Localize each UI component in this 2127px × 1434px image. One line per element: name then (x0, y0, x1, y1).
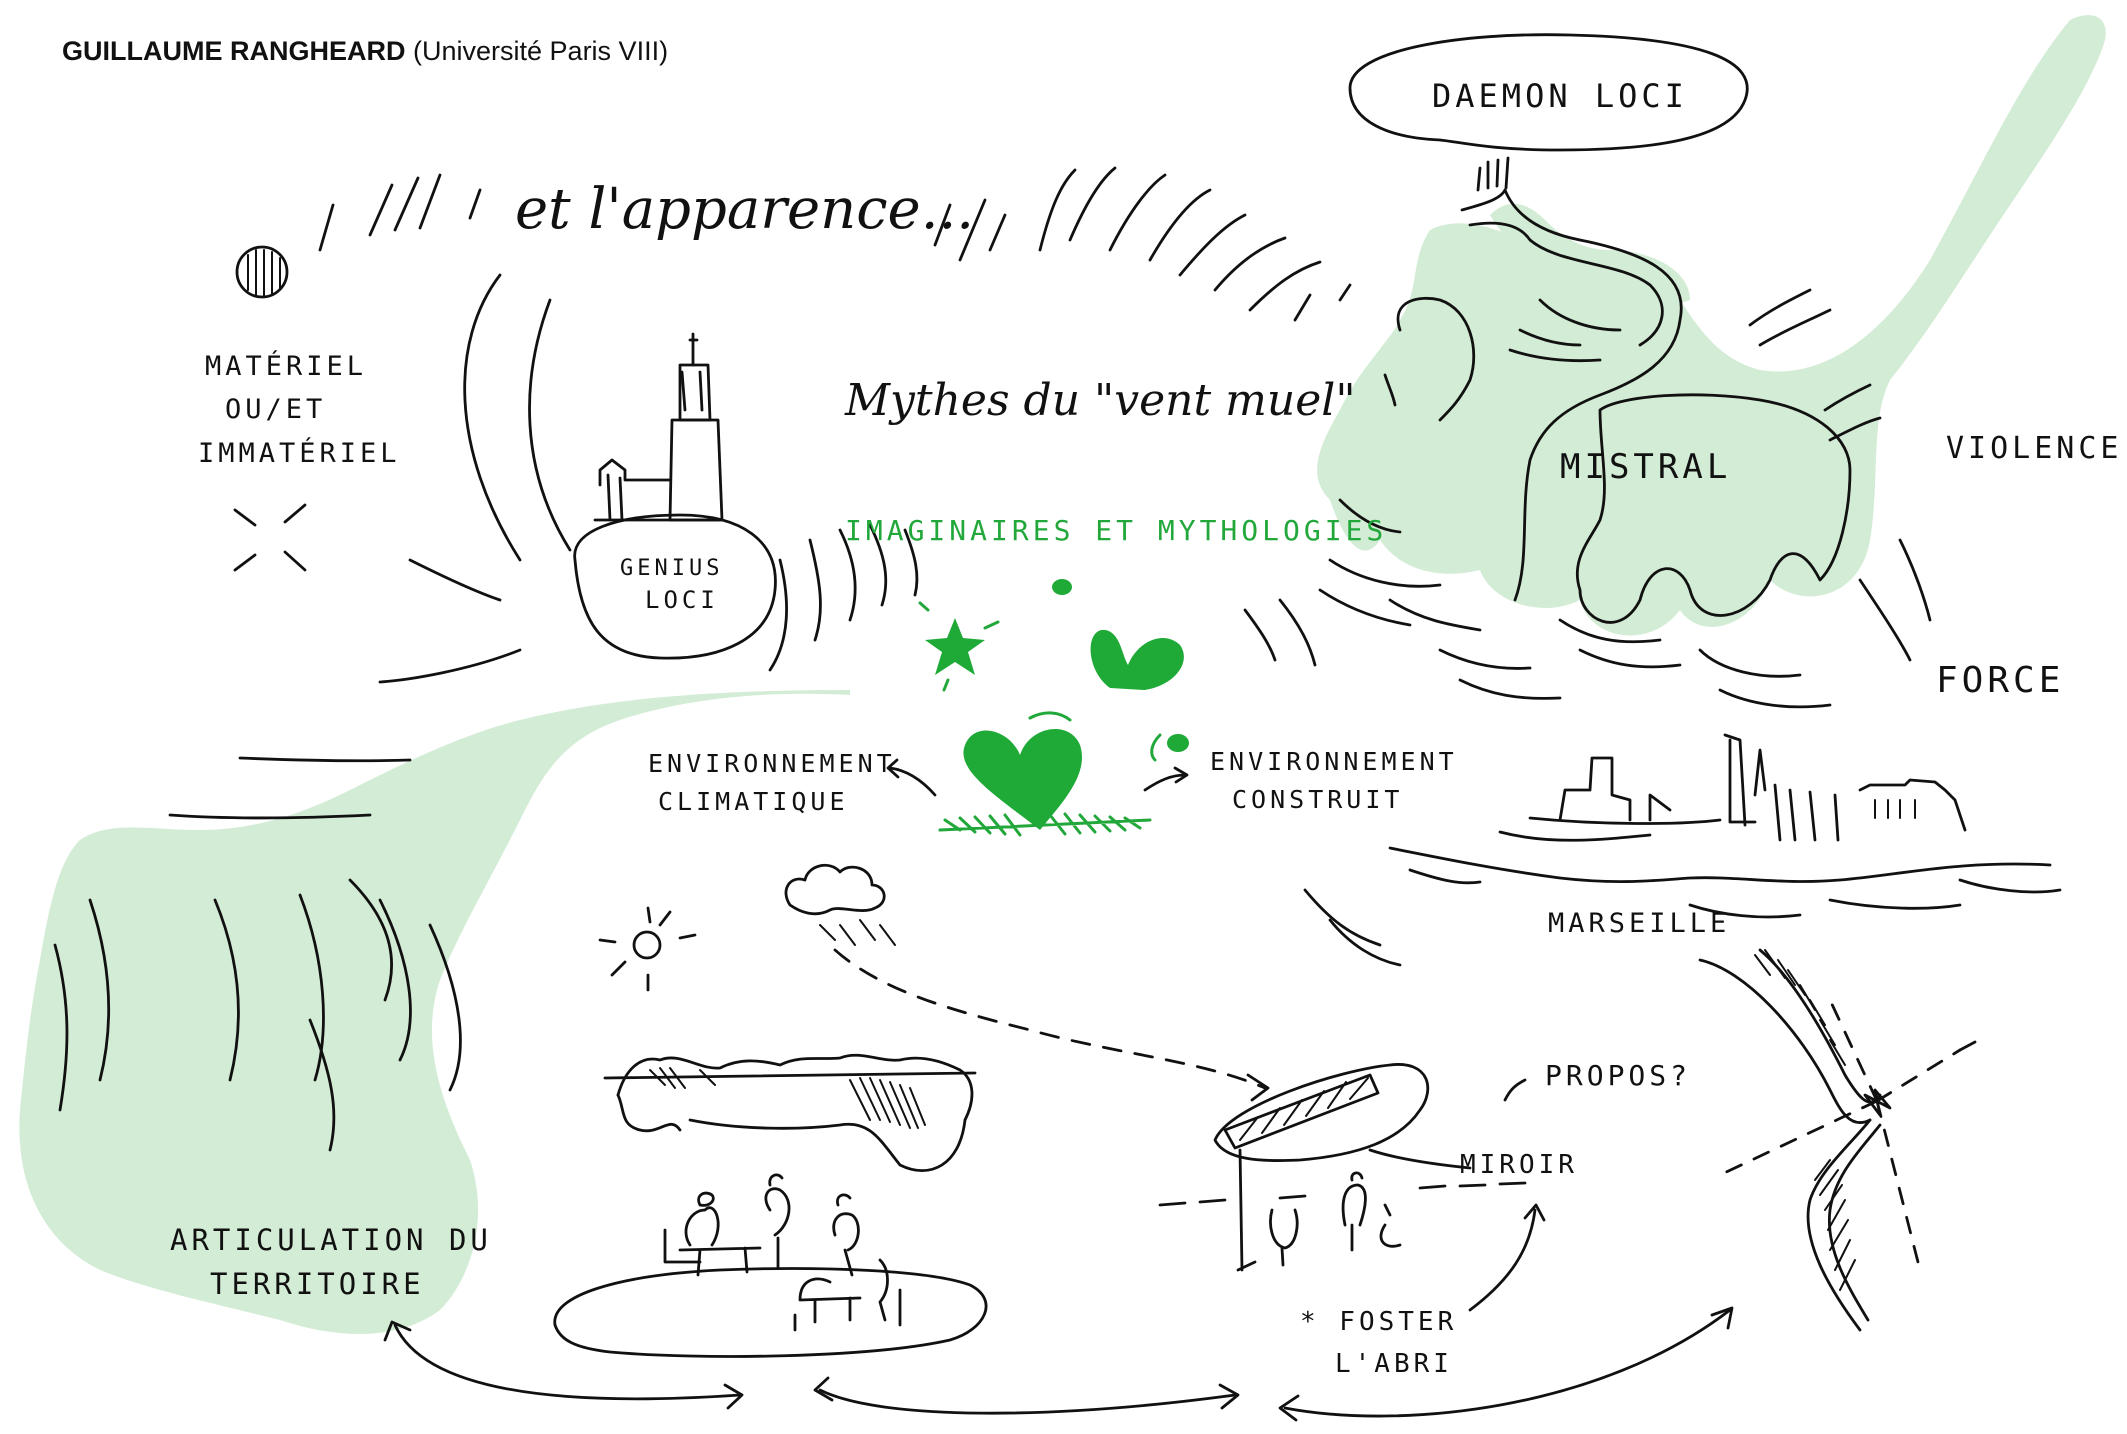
arrow-right-icon (1143, 766, 1189, 792)
author-credit: GUILLAUME RANGHEARD (Université Paris VI… (62, 36, 668, 67)
author-name: GUILLAUME RANGHEARD (62, 36, 406, 66)
people-table-drawing (553, 1173, 988, 1358)
appearance-label: et l'apparence... (515, 177, 974, 242)
cloud-icon (784, 863, 896, 946)
material-hatched-circle (235, 245, 289, 299)
genius-label-line2: LOCI (645, 586, 719, 614)
genius-wind-strokes (378, 273, 1317, 684)
marseille-skyline (1498, 733, 1967, 842)
violence-label: VIOLENCE (1946, 431, 2123, 466)
double-arrow-2 (813, 1376, 1240, 1415)
env-climatic-line1: ENVIRONNEMENT (648, 749, 896, 778)
dashed-arrow (833, 948, 1270, 1102)
genius-loci-bubble: GENIUS LOCI (573, 513, 777, 660)
foster-line1: * FOSTER (1300, 1307, 1457, 1337)
church-drawing (593, 332, 724, 522)
territory-wind-strokes (53, 756, 462, 1152)
river-hand-drawing (1460, 156, 1683, 602)
green-star-icon (918, 601, 1000, 692)
green-leaf-heart-icon (1090, 629, 1184, 690)
mirror-shelter-drawing (1158, 1063, 1527, 1272)
green-dot-icon (1052, 579, 1072, 595)
daemon-loci-bubble: DAEMON LOCI (1348, 33, 1749, 152)
marseille-coast-strokes (1303, 846, 2062, 967)
sun-icon (598, 906, 697, 992)
mistral-label: MISTRAL (1560, 447, 1731, 487)
arrow-left-icon (886, 758, 937, 797)
daemon-loci-label: DAEMON LOCI (1432, 77, 1688, 115)
miroir-label: MIROIR (1460, 1150, 1578, 1180)
green-small-dot-icon (1150, 733, 1189, 762)
force-label: FORCE (1936, 660, 2064, 701)
territory-wind-shape (19, 690, 850, 1334)
marseille-label: MARSEILLE (1548, 908, 1730, 939)
propos-tick (1503, 1078, 1527, 1102)
mistral-cloud: MISTRAL (1396, 296, 1852, 624)
env-built-line1: ENVIRONNEMENT (1210, 747, 1458, 776)
mistral-wind-strokes (1318, 288, 1932, 709)
imaginaires-label: IMAGINAIRES ET MYTHOLOGIES (845, 514, 1387, 547)
double-arrow-3 (1278, 1306, 1734, 1422)
articulation-line2: TERRITOIRE (210, 1267, 425, 1301)
spark-icon (233, 503, 307, 572)
env-built-line2: CONSTRUIT (1232, 785, 1403, 814)
material-label-line2: OU/ET (225, 394, 326, 425)
author-affiliation: (Université Paris VIII) (413, 36, 669, 66)
appearance-arc-strokes (318, 166, 1352, 322)
foster-line2: L'ABRI (1335, 1349, 1453, 1379)
articulation-line1: ARTICULATION DU (170, 1223, 492, 1257)
material-label-line3: IMMATÉRIEL (198, 437, 401, 469)
mistral-wind-shape (1317, 15, 2106, 636)
double-arrow-1 (383, 1320, 744, 1410)
mythes-label: Mythes du "vent muel" (844, 375, 1356, 426)
env-climatic-line2: CLIMATIQUE (658, 787, 849, 816)
map-star-drawing (1698, 948, 1977, 1332)
curved-arrow-up-icon (1468, 1203, 1546, 1312)
propos-label: PROPOS? (1545, 1059, 1691, 1092)
genius-label-line1: GENIUS (620, 556, 723, 581)
green-heart-icon (938, 711, 1152, 837)
landscape-model-drawing (603, 1053, 977, 1172)
material-label-line1: MATÉRIEL (205, 350, 367, 382)
